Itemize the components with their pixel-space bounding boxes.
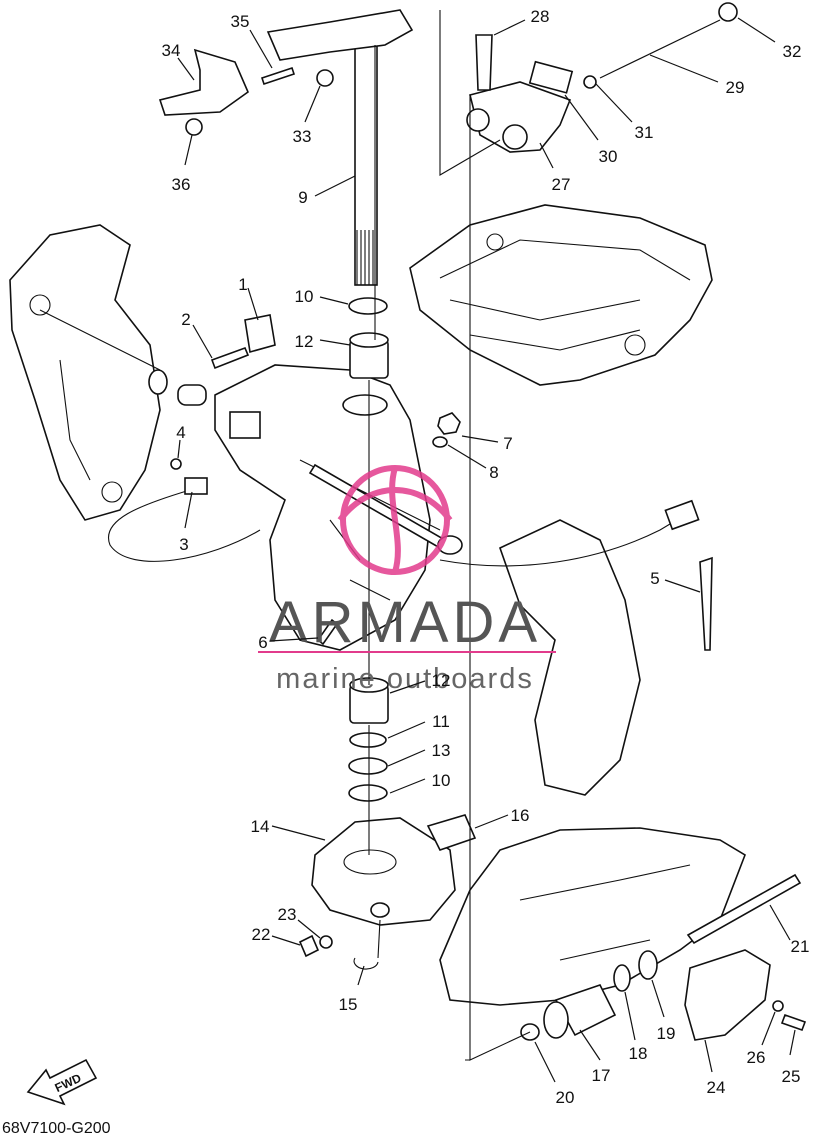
upper-mount-part xyxy=(469,81,572,153)
upper-casing-lower-part xyxy=(439,827,746,1006)
nut-part xyxy=(316,69,334,87)
watermark-tagline: marine outboards xyxy=(276,663,534,695)
callout-13: 13 xyxy=(432,741,451,760)
lower-casing-part xyxy=(499,519,641,796)
screw-part xyxy=(170,458,182,470)
callout-5: 5 xyxy=(650,569,659,588)
nut-part xyxy=(185,118,203,136)
callout-4: 4 xyxy=(176,423,185,442)
watermark-brand: ARMADA xyxy=(269,590,541,655)
watermark-logo-icon xyxy=(337,465,453,575)
callout-31: 31 xyxy=(635,123,654,142)
mount-rubber-part xyxy=(502,124,528,150)
diagram-reference-code: 68V7100-G200 xyxy=(2,1120,111,1135)
washer-part xyxy=(348,757,388,775)
bracket-part xyxy=(158,48,249,116)
callout-33: 33 xyxy=(293,127,312,146)
callout-26: 26 xyxy=(747,1048,766,1067)
washer-part xyxy=(348,784,388,802)
mount-cover-part xyxy=(684,949,771,1041)
stud-part xyxy=(426,814,477,851)
cable-tie-part xyxy=(699,556,713,651)
collar-part xyxy=(177,384,207,406)
bushing-part xyxy=(148,369,168,395)
callout-20: 20 xyxy=(556,1088,575,1107)
screw-part xyxy=(316,618,339,646)
callout-16: 16 xyxy=(511,806,530,825)
wire-harness-part xyxy=(107,489,686,567)
callout-36: 36 xyxy=(172,175,191,194)
callout-35: 35 xyxy=(231,12,250,31)
lower-mount-housing-part xyxy=(311,817,456,926)
callout-6: 6 xyxy=(258,633,267,652)
washer-part xyxy=(432,436,448,448)
callout-2: 2 xyxy=(181,310,190,329)
callout-10-upper: 10 xyxy=(295,287,314,306)
callout-12-upper: 12 xyxy=(295,332,314,351)
callout-17: 17 xyxy=(592,1066,611,1085)
callout-30: 30 xyxy=(599,147,618,166)
long-bolt-part xyxy=(686,873,802,945)
mount-rubber-part xyxy=(466,108,490,132)
callout-15: 15 xyxy=(339,995,358,1014)
washer-part xyxy=(638,950,658,980)
clamp-bracket-part xyxy=(9,224,161,521)
callout-32: 32 xyxy=(783,42,802,61)
clamp-part xyxy=(244,314,276,354)
clip-part xyxy=(353,957,379,970)
bolt-part xyxy=(780,1013,807,1032)
washer-part xyxy=(583,75,597,89)
callout-8: 8 xyxy=(489,463,498,482)
watermark: ARMADA marine outboards xyxy=(258,465,556,695)
callout-12-lower: 12 xyxy=(432,671,451,690)
swivel-bracket-part xyxy=(214,364,431,651)
callout-7: 7 xyxy=(503,434,512,453)
nut-part xyxy=(718,2,738,22)
callout-9: 9 xyxy=(298,188,307,207)
callout-11: 11 xyxy=(432,712,450,731)
washer-part xyxy=(319,935,333,949)
reference-leaders xyxy=(39,10,531,1061)
bolt-part xyxy=(210,346,250,370)
callout-23: 23 xyxy=(278,905,297,924)
callout-28: 28 xyxy=(531,7,550,26)
damper-part xyxy=(543,984,617,1039)
upper-bushing-part xyxy=(349,332,389,379)
washer-part xyxy=(348,297,388,315)
callout-29: 29 xyxy=(726,78,745,97)
bolt-part xyxy=(475,34,493,91)
callout-14: 14 xyxy=(251,817,270,836)
callout-18: 18 xyxy=(629,1044,648,1063)
callout-3: 3 xyxy=(179,535,188,554)
o-ring-part xyxy=(349,732,387,748)
plate-part xyxy=(528,60,574,94)
bolt-part xyxy=(260,66,296,86)
callout-24: 24 xyxy=(707,1078,726,1097)
callout-27: 27 xyxy=(552,175,571,194)
callout-labels: 1 2 3 4 5 6 7 8 9 10 10 11 12 12 13 14 1… xyxy=(162,7,810,1107)
ground-lead-part xyxy=(184,477,208,495)
callout-22: 22 xyxy=(252,925,271,944)
callout-21: 21 xyxy=(791,937,810,956)
line-art xyxy=(9,2,807,1061)
bolt-part xyxy=(298,934,320,958)
callout-25: 25 xyxy=(782,1067,801,1086)
callout-1: 1 xyxy=(238,275,247,294)
long-bolt-part xyxy=(599,19,721,79)
nut-part xyxy=(437,412,461,435)
callout-19: 19 xyxy=(657,1024,676,1043)
connector-part xyxy=(664,499,700,531)
callout-34: 34 xyxy=(162,41,181,60)
callout-10-lower: 10 xyxy=(432,771,451,790)
steering-shaft-part xyxy=(266,9,414,286)
washer-part xyxy=(772,1000,784,1012)
upper-casing-part xyxy=(409,204,713,386)
washer-part xyxy=(613,964,631,992)
fwd-arrow-icon: FWD xyxy=(26,1058,98,1106)
